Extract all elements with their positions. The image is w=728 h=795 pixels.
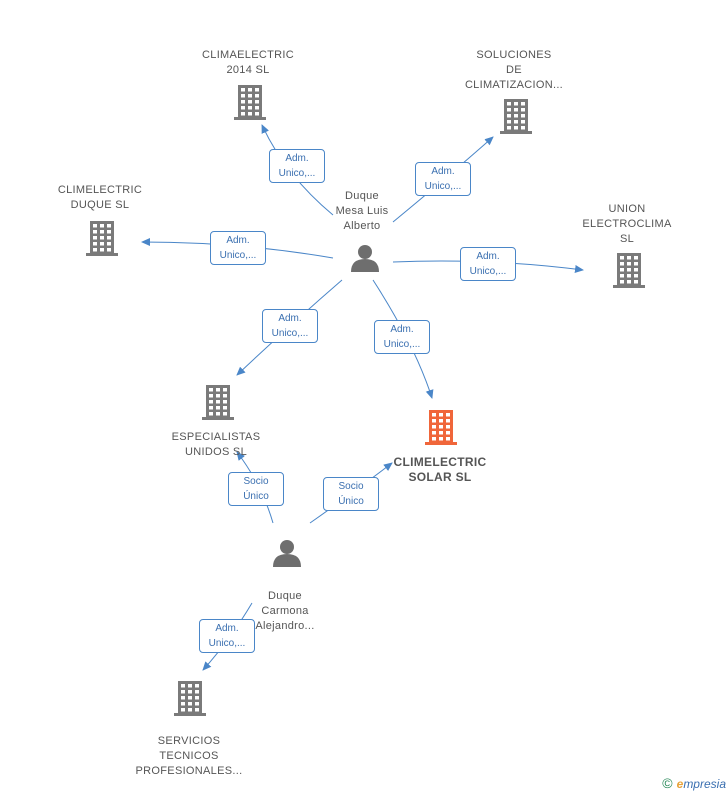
edge-label[interactable]: Socio Único (323, 477, 379, 511)
edge-label[interactable]: Adm. Unico,... (199, 619, 255, 653)
node-label-especialistas[interactable]: ESPECIALISTAS UNIDOS SL (171, 431, 261, 458)
node-label-climelectricsolar[interactable]: CLIMELECTRIC SOLAR SL (393, 455, 487, 484)
building-icon[interactable] (425, 410, 457, 445)
building-icon[interactable] (174, 681, 206, 716)
footer-brand: ©empresia (662, 775, 726, 791)
node-label-soluciones[interactable]: SOLUCIONES DE CLIMATIZACION... (464, 48, 564, 91)
node-label-union[interactable]: UNION ELECTROCLIMA SL (582, 202, 672, 245)
brand-name: mpresia (683, 777, 726, 791)
edge-label[interactable]: Adm. Unico,... (374, 320, 430, 354)
node-label-duquecarmona[interactable]: Duque Carmona Alejandro... (255, 590, 315, 632)
building-icon[interactable] (86, 221, 118, 256)
edge-label[interactable]: Socio Único (228, 472, 284, 506)
edge-label[interactable]: Adm. Unico,... (460, 247, 516, 281)
node-label-servicios[interactable]: SERVICIOS TECNICOS PROFESIONALES... (135, 735, 243, 777)
person-icon[interactable] (351, 245, 379, 272)
edge-label[interactable]: Adm. Unico,... (415, 162, 471, 196)
edge-label[interactable]: Adm. Unico,... (262, 309, 318, 343)
person-icon[interactable] (273, 540, 301, 567)
copyright-icon: © (662, 775, 673, 791)
node-label-climaelectric2014[interactable]: CLIMAELECTRIC 2014 SL (202, 49, 294, 76)
building-icon[interactable] (234, 85, 266, 120)
node-label-duquemesa[interactable]: Duque Mesa Luis Alberto (335, 189, 389, 232)
edge-label[interactable]: Adm. Unico,... (210, 231, 266, 265)
building-icon[interactable] (202, 385, 234, 420)
building-icon[interactable] (500, 99, 532, 134)
brand-initial: e (676, 777, 684, 791)
building-icon[interactable] (613, 253, 645, 288)
node-label-climelectricduque[interactable]: CLIMELECTRIC DUQUE SL (57, 184, 143, 211)
edge-label[interactable]: Adm. Unico,... (269, 149, 325, 183)
